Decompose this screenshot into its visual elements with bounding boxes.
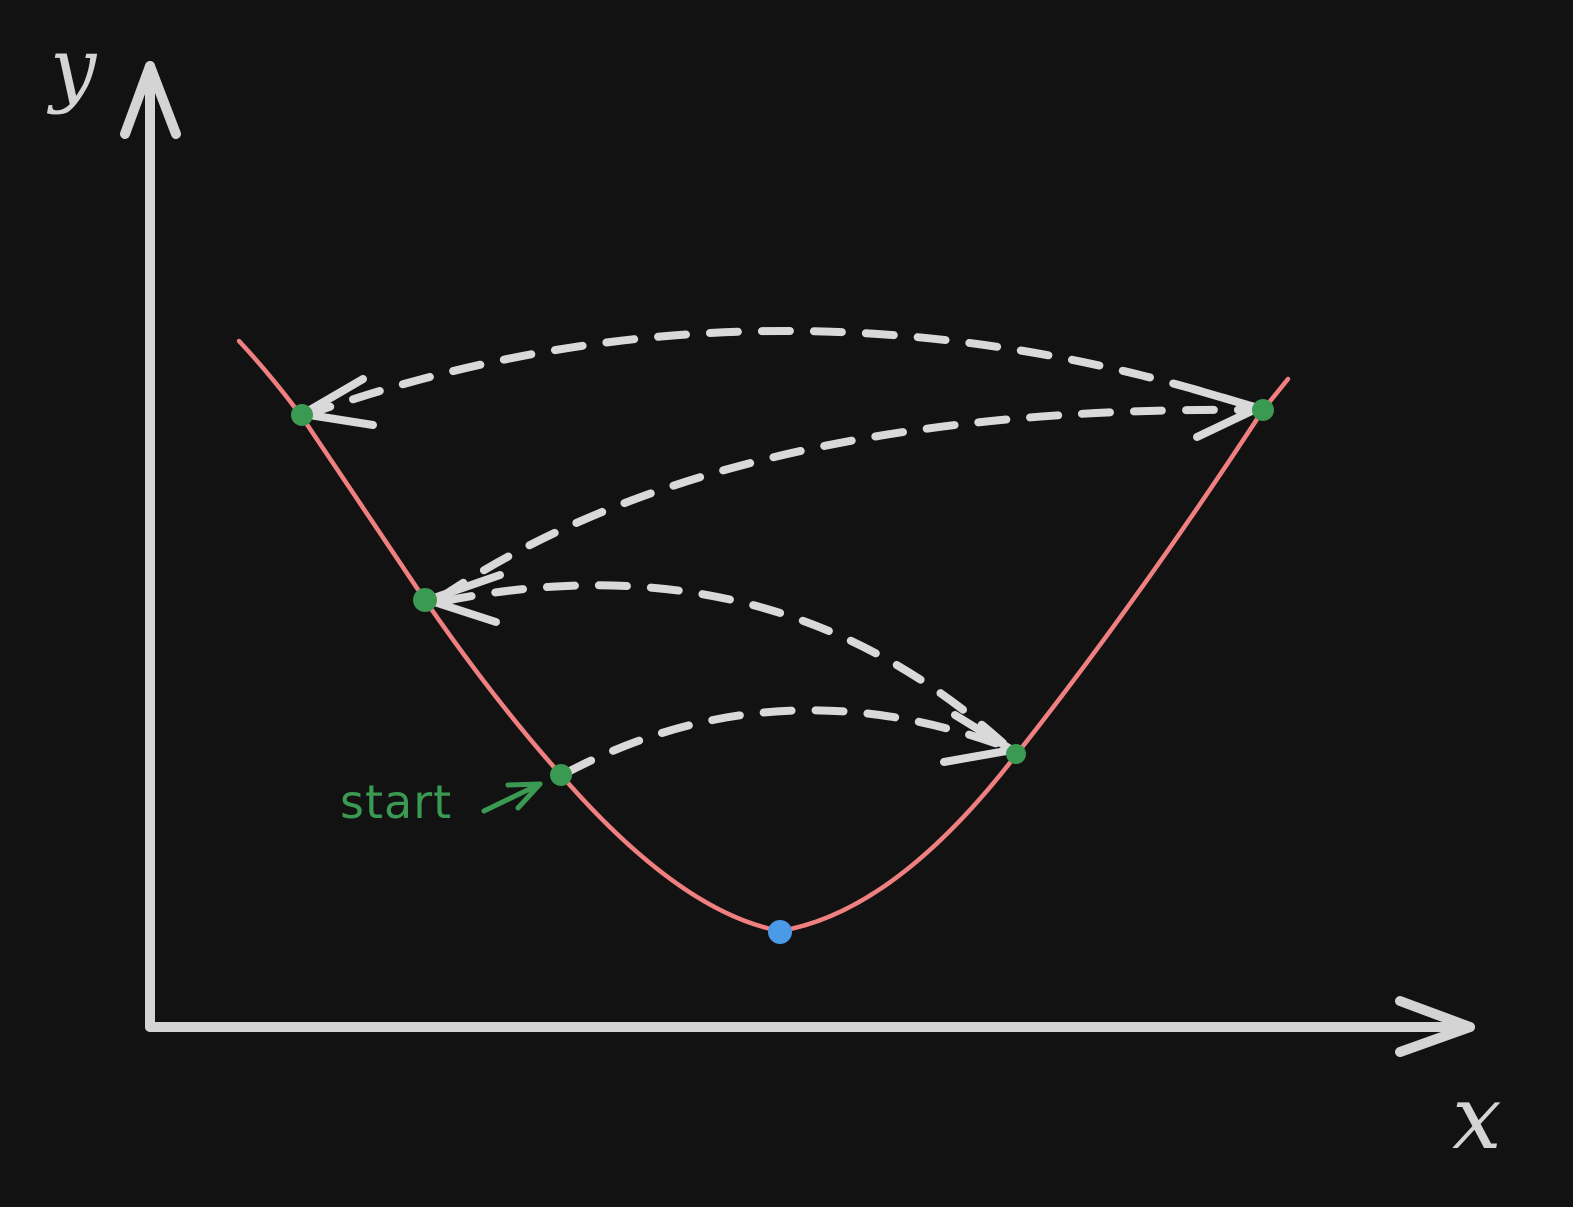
iterate-point-step1 — [1006, 744, 1026, 764]
jump-arrowheads — [299, 375, 1262, 766]
y-axis-label: y — [46, 21, 98, 116]
start-annotation: start — [340, 775, 543, 829]
jump-step3-to-step4 — [311, 327, 1254, 416]
iterate-point-start — [550, 764, 572, 786]
jump-step2-to-step3 — [436, 405, 1254, 602]
objective-curve — [236, 338, 1291, 934]
iterate-point-step3 — [1252, 399, 1274, 421]
start-arrowhead — [505, 781, 543, 811]
x-axis-label: x — [1452, 1066, 1502, 1169]
y-axis — [120, 61, 181, 1032]
iterate-points — [291, 399, 1274, 786]
y-axis-arrowhead — [120, 61, 181, 139]
minimum-point — [768, 920, 792, 944]
jump-start-to-step1 — [562, 706, 1007, 777]
start-label: start — [340, 775, 452, 829]
x-axis — [145, 996, 1475, 1057]
iterate-point-step2 — [413, 588, 437, 612]
iteration-jumps — [311, 327, 1254, 777]
arrowhead-step4 — [299, 375, 377, 429]
start-arrow-shaft — [481, 781, 543, 814]
x-axis-arrowhead — [1395, 996, 1475, 1057]
iterate-point-step4 — [291, 404, 313, 426]
